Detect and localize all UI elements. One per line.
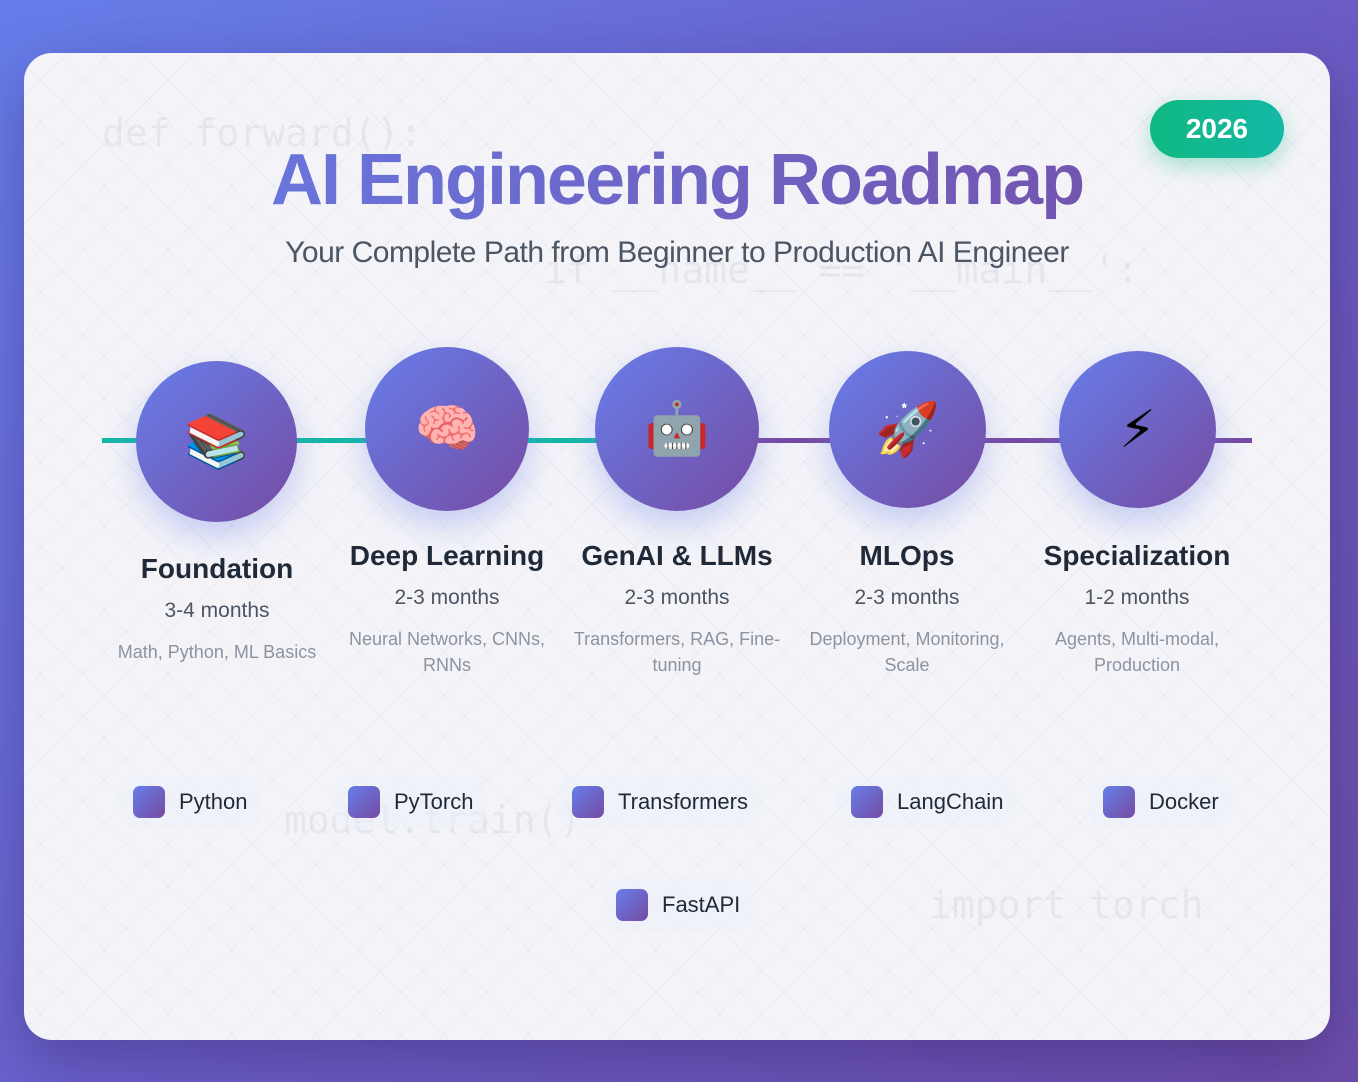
tool-square-icon — [572, 786, 604, 818]
brain-icon: 🧠 — [414, 400, 480, 458]
stage-topics: Transformers, RAG, Fine-tuning — [573, 629, 781, 675]
stage-node-genai: 🤖 — [595, 347, 759, 511]
books-icon: 📚 — [184, 412, 249, 471]
stage-topics: Math, Python, ML Basics — [117, 642, 317, 662]
stage-duration: 2-3 months — [624, 586, 730, 609]
page-subtitle: Your Complete Path from Beginner to Prod… — [285, 236, 1069, 269]
stage-topics: Neural Networks, CNNs, RNNs — [348, 629, 546, 675]
stage-name: Specialization — [1043, 540, 1231, 571]
stage-node-mlops: 🚀 — [829, 351, 986, 508]
tool-square-icon — [616, 889, 648, 921]
stage-topics: Deployment, Monitoring, Scale — [809, 629, 1005, 675]
tool-square-icon — [133, 786, 165, 818]
tool-chip-python: Python — [119, 776, 262, 828]
stage-duration: 1-2 months — [1084, 586, 1190, 609]
tool-label: PyTorch — [394, 789, 474, 814]
robot-icon: 🤖 — [644, 400, 710, 458]
stage-info-genai: GenAI & LLMs 2-3 months Transformers, RA… — [562, 540, 792, 678]
roadmap-card: def forward(): if __name__ == '__main__'… — [24, 53, 1330, 1040]
year-badge: 2026 — [1150, 100, 1284, 158]
timeline-track-upcoming — [757, 438, 1252, 443]
tool-square-icon — [851, 786, 883, 818]
stage-info-foundation: Foundation 3-4 months Math, Python, ML B… — [102, 553, 332, 665]
tool-label: Docker — [1149, 789, 1219, 814]
lightning-icon: ⚡ — [1119, 400, 1156, 459]
stage-name: MLOps — [859, 540, 955, 571]
stage-info-mlops: MLOps 2-3 months Deployment, Monitoring,… — [792, 540, 1022, 678]
tool-chip-fastapi: FastAPI — [602, 879, 755, 931]
stage-node-specialization: ⚡ — [1059, 351, 1216, 508]
tool-chip-pytorch: PyTorch — [334, 776, 488, 828]
tool-square-icon — [348, 786, 380, 818]
stage-duration: 2-3 months — [394, 586, 500, 609]
stage-duration: 2-3 months — [854, 586, 960, 609]
page-title: AI Engineering Roadmap — [24, 139, 1330, 221]
stage-duration: 3-4 months — [164, 599, 270, 622]
code-snippet-bg: def forward(): — [102, 111, 423, 155]
code-snippet-bg: import torch — [929, 883, 1204, 927]
stage-name: Deep Learning — [349, 540, 545, 571]
stage-node-deep-learning: 🧠 — [365, 347, 529, 511]
stage-node-foundation: 📚 — [136, 361, 297, 522]
tool-chip-transformers: Transformers — [558, 776, 762, 828]
tool-square-icon — [1103, 786, 1135, 818]
stage-topics: Agents, Multi-modal, Production — [1054, 629, 1220, 675]
stage-name: Foundation — [140, 553, 294, 584]
tool-label: Transformers — [618, 789, 748, 814]
code-snippet-bg: if __name__ == '__main__': — [544, 248, 1139, 292]
tool-chip-docker: Docker — [1089, 776, 1233, 828]
stage-info-specialization: Specialization 1-2 months Agents, Multi-… — [1022, 540, 1252, 678]
stage-info-deep-learning: Deep Learning 2-3 months Neural Networks… — [332, 540, 562, 678]
tool-chip-langchain: LangChain — [837, 776, 1018, 828]
tool-label: FastAPI — [662, 892, 741, 917]
rocket-icon: 🚀 — [875, 400, 940, 459]
tool-label: Python — [179, 789, 248, 814]
tool-label: LangChain — [897, 789, 1004, 814]
stage-name: GenAI & LLMs — [581, 540, 773, 571]
